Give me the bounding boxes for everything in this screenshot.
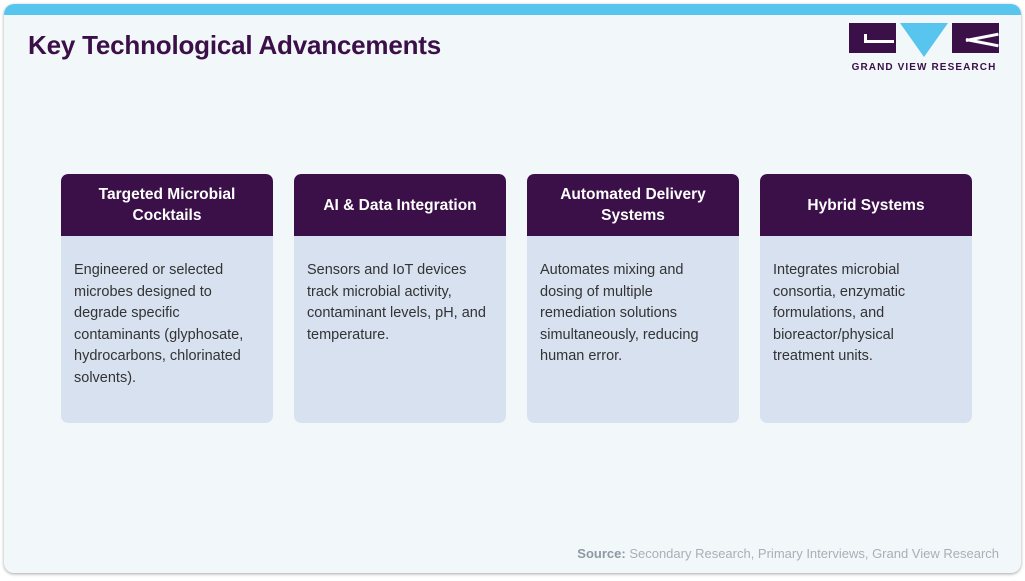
- card-body: Integrates microbial consortia, enzymati…: [760, 236, 972, 423]
- source-note: Source: Secondary Research, Primary Inte…: [577, 546, 999, 561]
- card-targeted-microbial-cocktails[interactable]: Targeted Microbial Cocktails Engineered …: [61, 174, 273, 423]
- card-automated-delivery-systems[interactable]: Automated Delivery Systems Automates mix…: [527, 174, 739, 423]
- source-label: Source:: [577, 546, 626, 561]
- card-title: Hybrid Systems: [760, 174, 972, 236]
- card-body: Engineered or selected microbes designed…: [61, 236, 273, 423]
- logo-letter-g-icon: [849, 23, 896, 53]
- card-title: AI & Data Integration: [294, 174, 506, 236]
- card-body: Sensors and IoT devices track microbial …: [294, 236, 506, 423]
- logo-marks: [849, 23, 999, 57]
- slide-canvas: Key Technological Advancements GRAND VIE…: [4, 4, 1021, 573]
- card-title: Automated Delivery Systems: [527, 174, 739, 236]
- advancement-cards: Targeted Microbial Cocktails Engineered …: [61, 174, 974, 423]
- grand-view-research-logo: GRAND VIEW RESEARCH: [849, 23, 999, 73]
- logo-letter-r-icon: [952, 23, 999, 53]
- card-body: Automates mixing and dosing of multiple …: [527, 236, 739, 423]
- logo-letter-v-icon: [900, 23, 948, 57]
- card-hybrid-systems[interactable]: Hybrid Systems Integrates microbial cons…: [760, 174, 972, 423]
- logo-wordmark: GRAND VIEW RESEARCH: [851, 62, 997, 73]
- card-ai-data-integration[interactable]: AI & Data Integration Sensors and IoT de…: [294, 174, 506, 423]
- card-title: Targeted Microbial Cocktails: [61, 174, 273, 236]
- page-title: Key Technological Advancements: [28, 30, 442, 60]
- top-accent-bar: [4, 4, 1021, 15]
- source-value: Secondary Research, Primary Interviews, …: [629, 546, 999, 561]
- slide-header: Key Technological Advancements GRAND VIE…: [4, 15, 1021, 93]
